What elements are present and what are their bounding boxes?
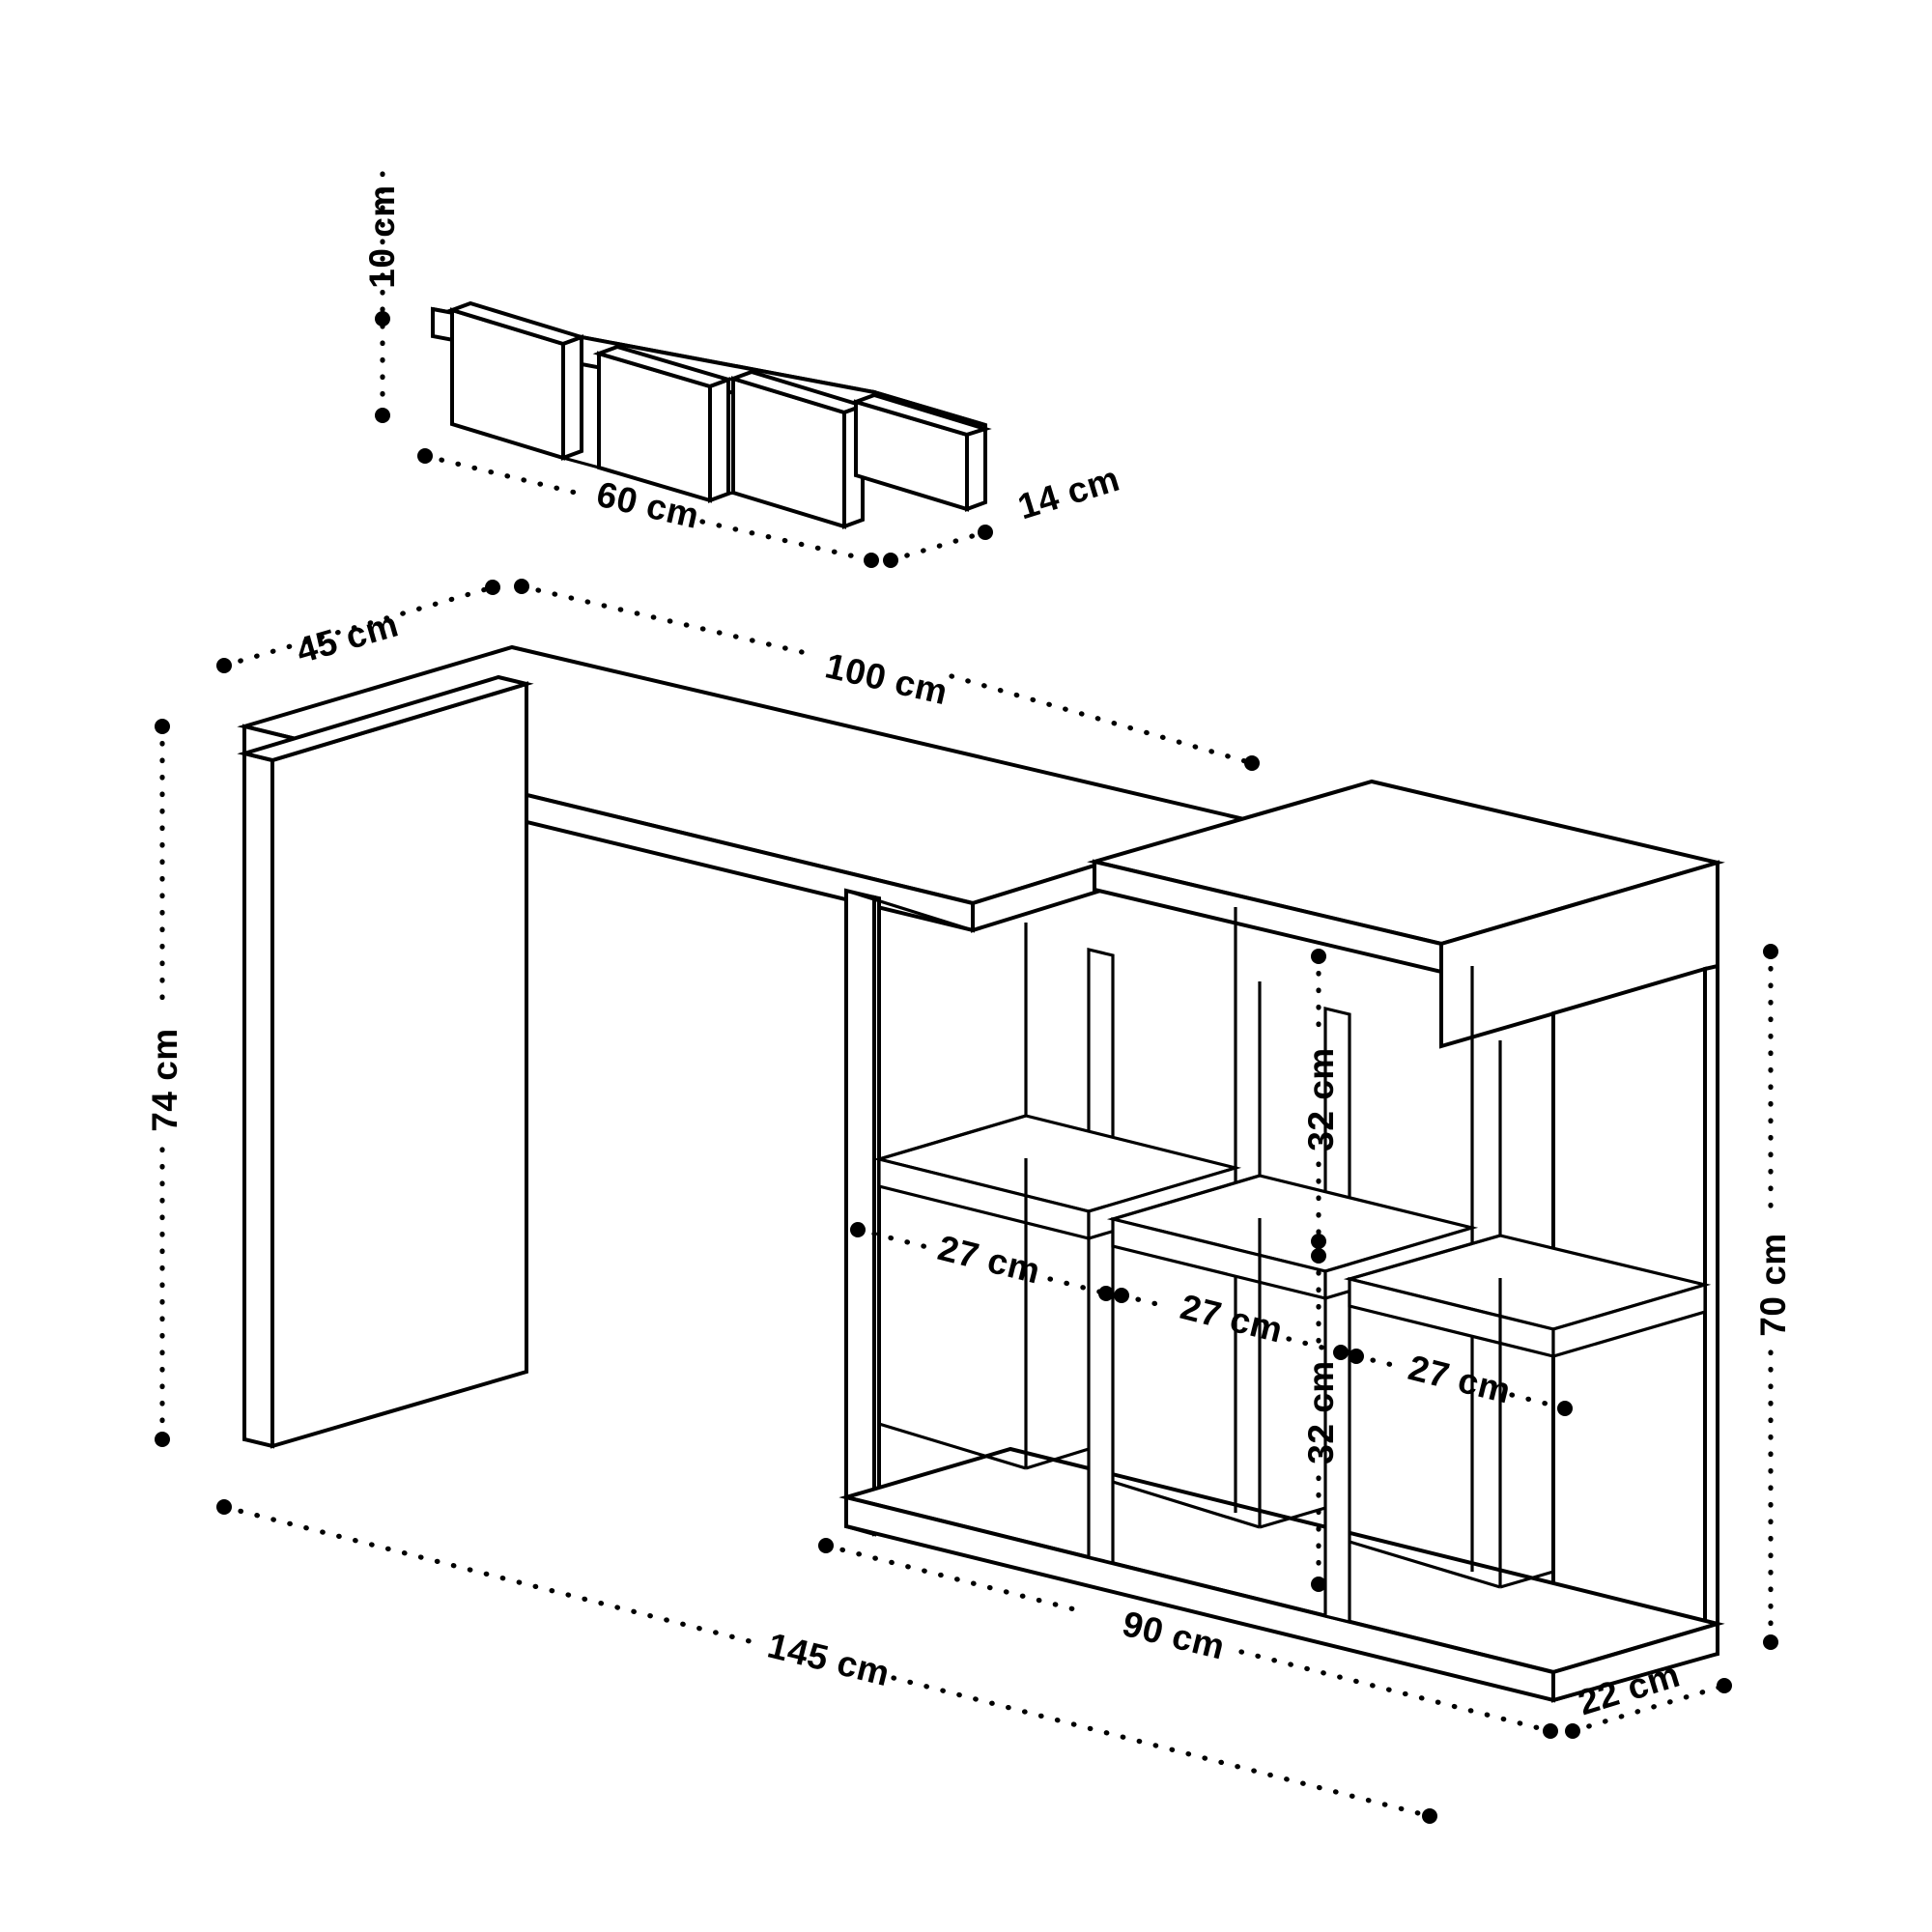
dim-cube-width-2-dot-left	[1114, 1288, 1129, 1303]
dim-cube-width-2: 27 cm	[1114, 1287, 1349, 1360]
dim-bookcase-width-dot-right	[1543, 1723, 1558, 1739]
dim-bookcase-height-dot-top	[1763, 944, 1778, 959]
dim-bookcase-height-dot-bottom	[1763, 1634, 1778, 1650]
dim-cube-width-3: 27 cm	[1349, 1348, 1573, 1416]
dim-desk-height-dot-top	[155, 719, 170, 734]
dim-shelf-depth-dot-right	[978, 525, 993, 540]
dim-shelf-width-line-right	[699, 519, 874, 563]
bookcase-bay1-floor-right	[1025, 1447, 1090, 1470]
dim-cube-height-lower: 32 cm	[1301, 1248, 1341, 1592]
dim-bookcase-width-dot-left	[818, 1538, 834, 1553]
bookcase-bay2-floor-left	[1112, 1480, 1261, 1529]
dim-cube-width-1-label: 27 cm	[934, 1228, 1044, 1292]
dim-total-width-line-left	[221, 1504, 756, 1645]
bookcase-left-panel-inner	[872, 895, 881, 1537]
desk-side-panel-face	[242, 751, 274, 1449]
part-bookcase: 32 cm 32 cm 27 cm	[818, 779, 1793, 1739]
dim-bookcase-depth-dot-left	[1565, 1723, 1580, 1739]
dim-desk-height: 74 cm	[145, 719, 185, 1447]
dim-desk-depth: 45 cm	[216, 580, 500, 673]
bookcase-left-top-trim	[845, 889, 974, 932]
dim-desk-top-width-dot-left	[514, 579, 529, 594]
wall-shelf-inner-seam-3	[727, 491, 734, 496]
dim-shelf-height-label: 10 cm	[362, 185, 402, 288]
dim-shelf-width-dot-end	[864, 553, 879, 568]
dim-cube-width-3-label: 27 cm	[1405, 1348, 1515, 1411]
dim-desk-top-width-line-left	[519, 583, 805, 655]
dim-bookcase-width-line-left	[823, 1543, 1085, 1614]
dim-total-width-label: 145 cm	[764, 1625, 895, 1693]
dim-cube-height-lower-dot-top	[1311, 1248, 1326, 1264]
dim-cube-width-1-dot-left	[850, 1222, 866, 1237]
bookcase-bay2-floor-right	[1259, 1506, 1326, 1529]
dim-shelf-height-dot-bottom	[375, 408, 390, 423]
dim-cube-height-upper-dot-top	[1311, 949, 1326, 964]
wall-shelf-right-panel-side	[965, 426, 987, 512]
dim-desk-depth-dot-right	[485, 580, 500, 595]
dim-bookcase-height: 70 cm	[1753, 944, 1793, 1650]
dim-shelf-depth-label: 14 cm	[1013, 459, 1124, 527]
bookcase-divider-1-face	[1087, 947, 1115, 1566]
dim-shelf-depth-line	[888, 529, 988, 563]
part-desk: 45 cm 100 cm 74 cm	[145, 579, 1437, 1824]
dim-cube-width-2-label: 27 cm	[1177, 1287, 1287, 1350]
bookcase-bottom-right	[1551, 1621, 1719, 1703]
dim-bookcase-depth-dot-right	[1717, 1678, 1732, 1693]
dim-desk-top-width-line-right	[949, 673, 1255, 766]
bookcase-bay2-upper-floorline-left	[1112, 1174, 1261, 1221]
dim-desk-depth-dot-left	[216, 658, 232, 673]
dim-cube-height-lower-label: 32 cm	[1301, 1360, 1341, 1463]
dim-desk-depth-label: 45 cm	[292, 604, 403, 670]
dim-desk-top-width-dot-right	[1244, 755, 1260, 771]
dim-cube-height-upper-dot-bottom	[1311, 1234, 1326, 1249]
dim-cube-width-1-dot-right	[1098, 1286, 1114, 1301]
bookcase-left-panel-face	[844, 888, 876, 1537]
dim-cube-height-lower-dot-bottom	[1311, 1577, 1326, 1592]
dim-cube-width-1-line-left	[855, 1227, 930, 1250]
dim-shelf-height-dot-top	[375, 311, 390, 327]
bookcase-top-left-edge	[1093, 859, 1443, 975]
wall-shelf-left-panel-side	[561, 334, 583, 461]
dim-desk-height-label: 74 cm	[145, 1028, 185, 1131]
bookcase-bay3-floor-left	[1349, 1540, 1501, 1589]
part-wall-shelf: 10 cm 60 cm 14 cm	[362, 171, 1124, 568]
bookcase-bay3-upper-floorline-left	[1349, 1234, 1501, 1281]
dim-cube-height-upper-label: 32 cm	[1301, 1047, 1341, 1151]
dim-cube-width-3-dot-left	[1349, 1349, 1364, 1364]
bookcase-divider-2-face	[1323, 1006, 1351, 1625]
dim-bookcase-width-line-right	[1238, 1649, 1553, 1734]
dim-shelf-height: 10 cm	[362, 171, 402, 423]
dim-total-width-dot-left	[216, 1499, 232, 1515]
dim-cube-width-1-line-right	[1047, 1276, 1109, 1296]
dim-total-width-dot-right	[1422, 1808, 1437, 1824]
dim-desk-top-width-label: 100 cm	[822, 645, 952, 712]
dim-shelf-width-line-left	[422, 453, 590, 498]
bookcase-bay3-floor-right	[1499, 1570, 1554, 1589]
bookcase-bay1-upper-floorline-left	[878, 1114, 1027, 1161]
dim-total-width-line-right	[891, 1675, 1433, 1819]
dim-bookcase-height-label: 70 cm	[1753, 1233, 1793, 1336]
dim-desk-height-dot-bottom	[155, 1432, 170, 1447]
desk-side-panel-top	[237, 674, 534, 763]
dim-shelf-depth-dot-left	[883, 553, 898, 568]
bookcase-shelf-bay3-right	[1551, 1282, 1707, 1359]
dim-cube-width-2-dot-right	[1333, 1345, 1349, 1360]
wall-shelf-divider-2-side	[708, 377, 730, 503]
bookcase-bay1-floor-left	[878, 1422, 1027, 1470]
dim-cube-width-3-dot-right	[1557, 1401, 1573, 1416]
wall-shelf-inner-seam-2	[562, 456, 600, 469]
dim-cube-height-upper: 32 cm	[1301, 949, 1341, 1249]
wall-shelf-inner-seam-1	[451, 422, 564, 460]
desk-side-panel-side	[270, 681, 528, 1449]
dim-shelf-width-dot-start	[417, 448, 433, 464]
